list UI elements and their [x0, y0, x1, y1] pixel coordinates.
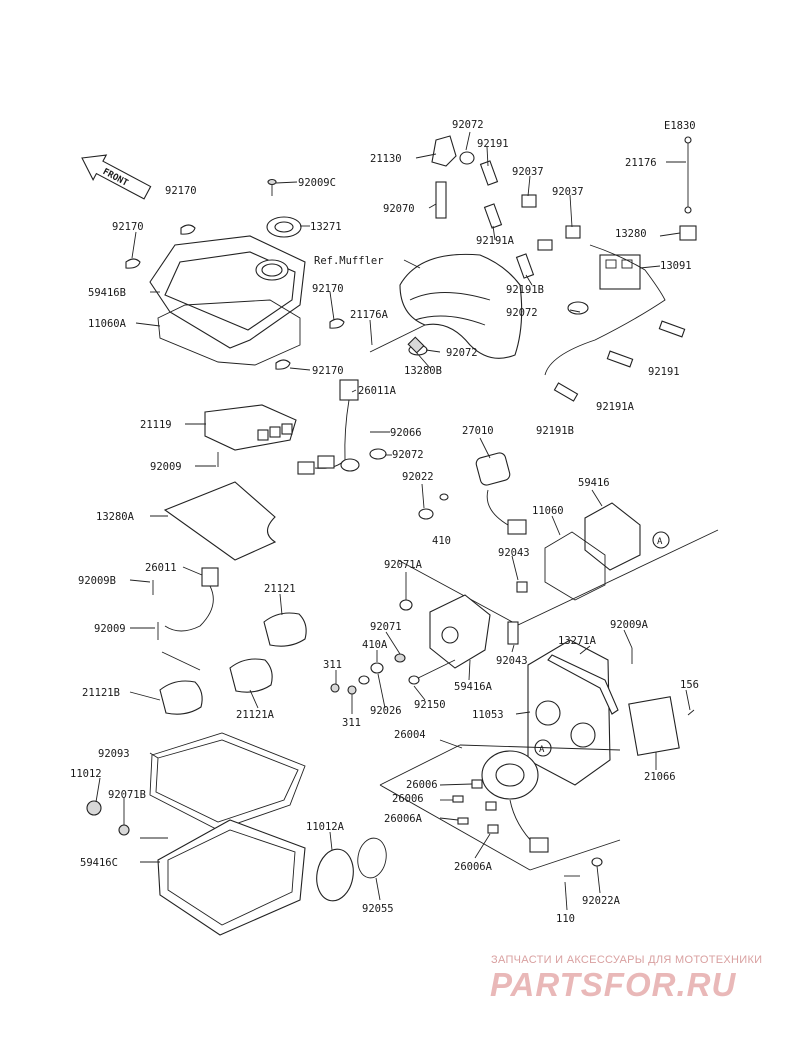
part-label: 92072 — [506, 307, 538, 319]
watermark-logo: PARTSFOR.RU — [490, 966, 736, 1003]
part-label: 92070 — [383, 203, 415, 215]
front-direction-arrow: FRONT — [81, 154, 152, 200]
part-label: 92093 — [98, 748, 130, 760]
part-label: 92022 — [402, 471, 434, 483]
part-label: 156 — [680, 679, 699, 691]
part-label: 92037 — [552, 186, 584, 198]
part-label: 11060 — [532, 505, 564, 517]
part-label: 11053 — [472, 709, 504, 721]
part-label: 21121B — [82, 687, 120, 699]
part-label: 92071A — [384, 559, 423, 571]
part-label: 21130 — [370, 153, 402, 165]
part-label: 92009B — [78, 575, 116, 587]
part-label: 311 — [342, 717, 361, 729]
part-label: 92191B — [536, 425, 574, 437]
part-label: 13280A — [96, 511, 135, 523]
part-label: 311 — [323, 659, 342, 671]
part-label: 21121A — [236, 709, 275, 721]
part-labels: 92072 92191 21130 92037 92070 92037 9219… — [70, 119, 699, 925]
part-label: 21119 — [140, 419, 172, 431]
part-label: 92072 — [446, 347, 478, 359]
part-label: 92191 — [648, 366, 680, 378]
part-label: 92037 — [512, 166, 544, 178]
part-label: 92071B — [108, 789, 146, 801]
part-label: 92191B — [506, 284, 544, 296]
part-label: 92009 — [94, 623, 126, 635]
part-label: 21121 — [264, 583, 296, 595]
part-label: 92022A — [582, 895, 621, 907]
part-label: 59416C — [80, 857, 118, 869]
part-label: 92191 — [477, 138, 509, 150]
part-label: 92170 — [112, 221, 144, 233]
part-label: 11012 — [70, 768, 102, 780]
part-label: 26006A — [454, 861, 493, 873]
part-label: 92072 — [452, 119, 484, 131]
leader-lines — [95, 131, 691, 911]
part-label: 11060A — [88, 318, 127, 330]
part-label: 26011 — [145, 562, 177, 574]
part-label: 92170 — [312, 283, 344, 295]
part-label: 26011A — [358, 385, 397, 397]
part-label: 92009C — [298, 177, 336, 189]
part-label: 21176 — [625, 157, 657, 169]
part-label: 92072 — [392, 449, 424, 461]
part-label: 26006 — [392, 793, 424, 805]
part-label: 13280 — [615, 228, 647, 240]
part-label: 59416B — [88, 287, 126, 299]
parts-artwork: A A — [86, 135, 719, 936]
part-label: 92043 — [496, 655, 528, 667]
part-label: 26006 — [406, 779, 438, 791]
part-label: 110 — [556, 913, 575, 925]
callout-a-top: A — [657, 537, 663, 547]
diagram-code: E1830 — [664, 120, 696, 132]
part-label: 13271 — [310, 221, 342, 233]
ref-muffler-note: Ref.Muffler — [314, 255, 384, 267]
callout-a-bottom: A — [539, 745, 545, 755]
part-label: 92191A — [476, 235, 515, 247]
part-label: 27010 — [462, 425, 494, 437]
part-label: 92026 — [370, 705, 402, 717]
part-label: 92170 — [165, 185, 197, 197]
part-label: 26004 — [394, 729, 426, 741]
part-label: 92071 — [370, 621, 402, 633]
part-label: 11012A — [306, 821, 345, 833]
part-label: 92170 — [312, 365, 344, 377]
part-label: 59416A — [454, 681, 493, 693]
part-label: 13280B — [404, 365, 442, 377]
part-label: 21066 — [644, 771, 676, 783]
watermark-tagline: ЗАПЧАСТИ И АКСЕССУАРЫ ДЛЯ МОТОТЕХНИКИ — [491, 954, 762, 966]
part-label: 92043 — [498, 547, 530, 559]
part-label: 410A — [362, 639, 388, 651]
part-label: 26006A — [384, 813, 423, 825]
part-label: 59416 — [578, 477, 610, 489]
part-label: 92055 — [362, 903, 394, 915]
part-label: 13271A — [558, 635, 597, 647]
part-label: 410 — [432, 535, 451, 547]
part-label: 92191A — [596, 401, 635, 413]
part-label: 92009 — [150, 461, 182, 473]
watermark: ЗАПЧАСТИ И АКСЕССУАРЫ ДЛЯ МОТОТЕХНИКИ PA… — [490, 954, 762, 1003]
part-label: 21176A — [350, 309, 389, 321]
part-label: 92150 — [414, 699, 446, 711]
part-label: 13091 — [660, 260, 692, 272]
part-label: 92009A — [610, 619, 649, 631]
part-label: 92066 — [390, 427, 422, 439]
